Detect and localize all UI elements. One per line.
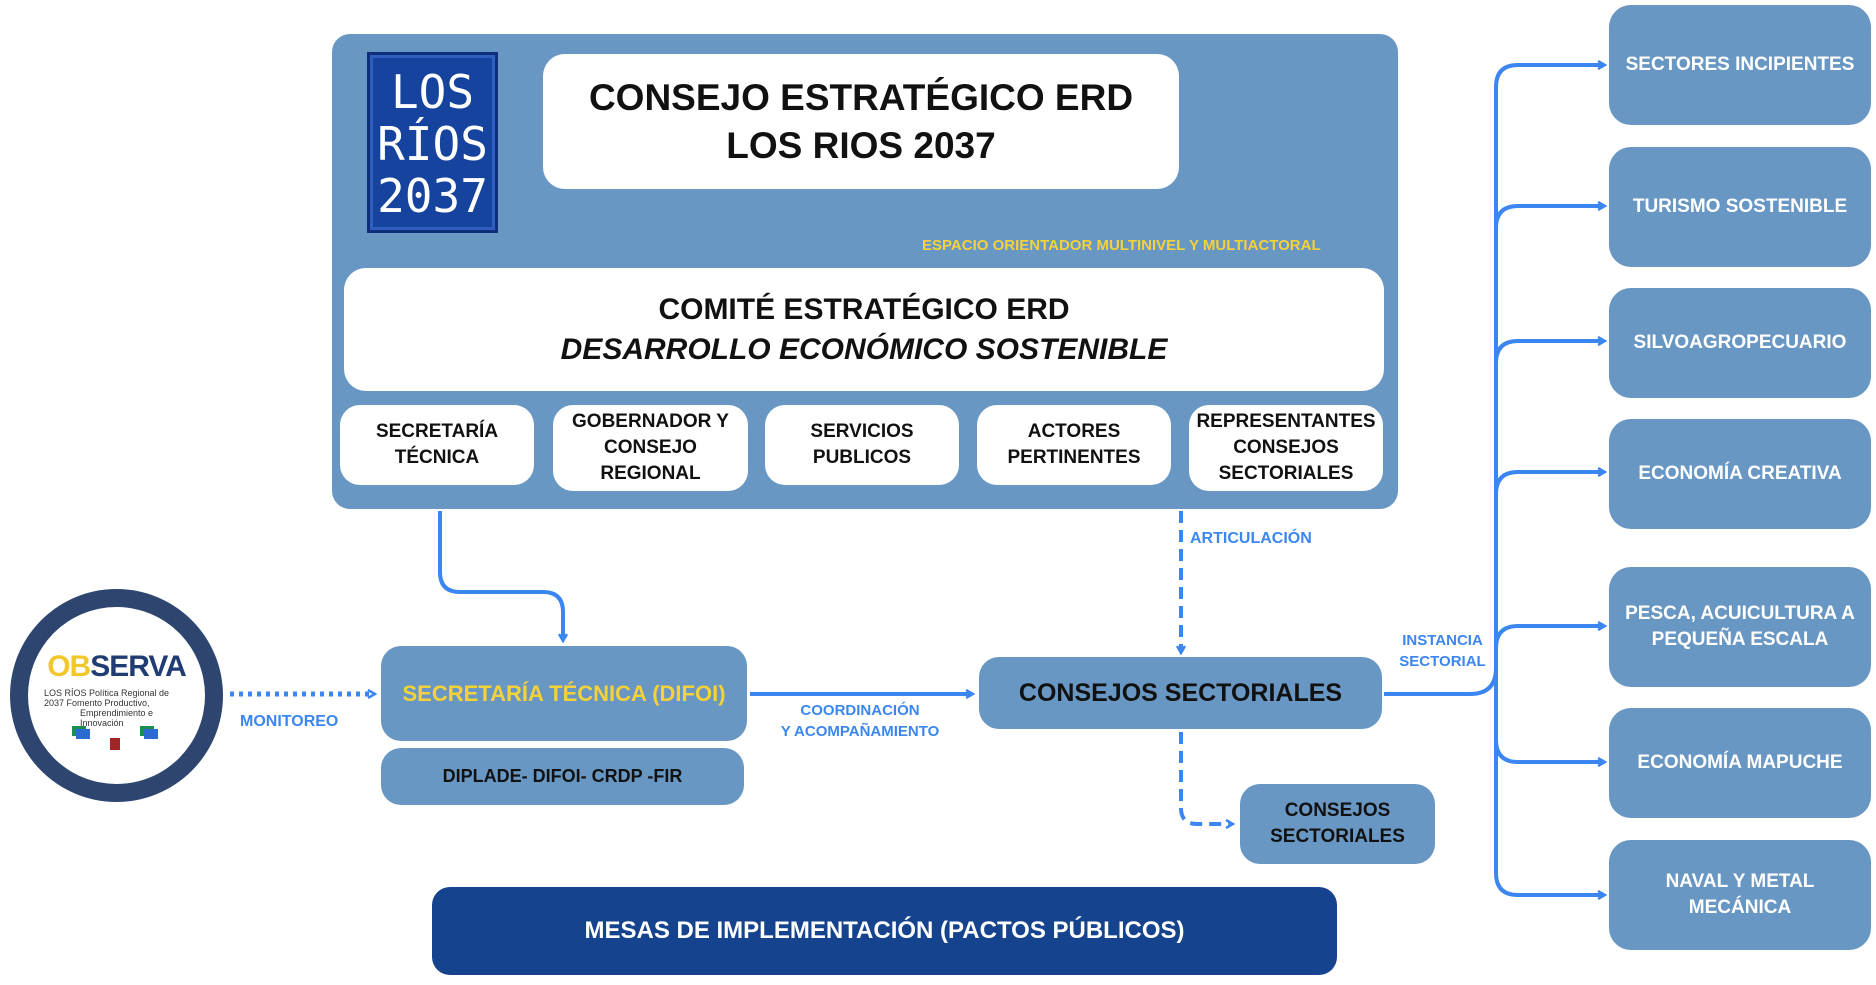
observa-subtitle: LOS RÍOS Política Regional de 2037 Fomen… — [44, 688, 192, 728]
sector-line: ECONOMÍA MAPUCHE — [1637, 752, 1843, 773]
instancia-line-1: INSTANCIA — [1402, 632, 1483, 649]
secretaria-tecnica-difoi-box: SECRETARÍA TÉCNICA (DIFOI) — [381, 646, 747, 741]
consejo-title-line-2: LOS RIOS 2037 — [726, 124, 996, 166]
comite-title-line-2: DESARROLLO ECONÓMICO SOSTENIBLE — [560, 332, 1168, 366]
observa-sub-1: LOS RÍOS Política Regional de — [44, 688, 170, 698]
sector-naval-metal: NAVAL Y METAL MECÁNICA — [1609, 840, 1871, 950]
member-line: ACTORES — [1027, 421, 1121, 442]
diplade-box: DIPLADE- DIFOI- CRDP -FIR — [381, 748, 744, 805]
observa-word-a: OB — [47, 650, 91, 683]
logo-line-2: RÍOS — [377, 117, 488, 171]
sector-line: SECTORES INCIPIENTES — [1625, 54, 1855, 75]
sector-line: PESCA, ACUICULTURA A — [1625, 603, 1855, 624]
sector-economia-mapuche: ECONOMÍA MAPUCHE — [1609, 708, 1871, 818]
sector-line: NAVAL Y METAL — [1665, 871, 1815, 892]
espacio-orientador-label: ESPACIO ORIENTADOR MULTINIVEL Y MULTIACT… — [922, 237, 1321, 254]
sector-line: TURISMO SOSTENIBLE — [1632, 196, 1848, 217]
branch-7 — [1494, 872, 1604, 895]
arrow-consejos-small — [1179, 732, 1232, 824]
member-line: PERTINENTES — [1007, 447, 1141, 468]
member-line: SERVICIOS — [810, 421, 914, 442]
arrow-panel-secretaria — [438, 511, 563, 640]
member-line: SECTORIALES — [1218, 463, 1354, 484]
sector-incipientes: SECTORES INCIPIENTES — [1609, 5, 1871, 125]
observa-sub-4: Innovación — [80, 718, 124, 728]
observa-partner-logos-icon — [72, 726, 158, 750]
member-line: TÉCNICA — [394, 447, 480, 468]
observa-sub-3: Emprendimiento e — [80, 708, 154, 718]
sector-line: MECÁNICA — [1688, 897, 1792, 918]
member-line: CONSEJOS — [1233, 437, 1339, 458]
member-line: CONSEJO — [604, 437, 697, 458]
branch-3 — [1494, 341, 1604, 364]
member-secretaria-tecnica: SECRETARÍA TÉCNICA — [340, 405, 534, 485]
observa-badge-inner — [28, 607, 205, 784]
logo-line-3: 2037 — [377, 169, 488, 223]
articulacion-label: ARTICULACIÓN — [1190, 530, 1312, 547]
sector-pesca-acuicultura: PESCA, ACUICULTURA A PEQUEÑA ESCALA — [1609, 567, 1871, 687]
sector-line: PEQUEÑA ESCALA — [1651, 629, 1829, 650]
consejo-estrategico-box: CONSEJO ESTRATÉGICO ERD LOS RIOS 2037 — [543, 54, 1179, 189]
observa-sub-2: 2037 Fomento Productivo, — [44, 698, 150, 708]
sector-turismo: TURISMO SOSTENIBLE — [1609, 147, 1871, 267]
consejos-sectoriales-small-box: CONSEJOS SECTORIALES — [1240, 784, 1435, 864]
consejos-sectoriales-box: CONSEJOS SECTORIALES — [979, 657, 1382, 729]
member-line: PUBLICOS — [812, 447, 912, 468]
branch-1 — [1494, 65, 1604, 88]
consejo-title-line-1: CONSEJO ESTRATÉGICO ERD — [588, 76, 1134, 118]
branch-2 — [1494, 206, 1604, 229]
coordinacion-line-2: Y ACOMPAÑAMIENTO — [780, 723, 940, 740]
sector-line: ECONOMÍA CREATIVA — [1638, 463, 1842, 484]
instancia-line-2: SECTORIAL — [1399, 653, 1486, 670]
monitoreo-label: MONITOREO — [240, 713, 339, 730]
sector-line: SILVOAGROPECUARIO — [1633, 332, 1847, 353]
branch-6 — [1494, 739, 1604, 762]
observa-wordmark: OBSERVA — [40, 650, 193, 684]
member-actores-pertinentes: ACTORES PERTINENTES — [977, 405, 1171, 485]
logo-line-1: LOS — [390, 65, 475, 119]
mesas-implementacion-box: MESAS DE IMPLEMENTACIÓN (PACTOS PÚBLICOS… — [432, 887, 1337, 975]
member-servicios-publicos: SERVICIOS PUBLICOS — [765, 405, 959, 485]
branch-5 — [1494, 626, 1604, 649]
member-gobernador-consejo: GOBERNADOR Y CONSEJO REGIONAL — [553, 405, 748, 491]
coordinacion-label: COORDINACIÓN Y ACOMPAÑAMIENTO — [770, 700, 950, 742]
instancia-sectorial-label: INSTANCIA SECTORIAL — [1395, 630, 1490, 672]
observa-word-b: SERVA — [90, 650, 187, 683]
consejos-small-line-1: CONSEJOS — [1284, 800, 1391, 821]
los-rios-2037-logo: LOS RÍOS 2037 — [367, 52, 498, 233]
branch-4 — [1494, 472, 1604, 495]
sector-silvoagropecuario: SILVOAGROPECUARIO — [1609, 288, 1871, 398]
member-line: REGIONAL — [600, 463, 701, 484]
comite-estrategico-box: COMITÉ ESTRATÉGICO ERD DESARROLLO ECONÓM… — [344, 268, 1384, 391]
comite-title-line-1: COMITÉ ESTRATÉGICO ERD — [658, 292, 1070, 326]
sector-economia-creativa: ECONOMÍA CREATIVA — [1609, 419, 1871, 529]
member-line: REPRESENTANTES — [1196, 411, 1376, 432]
consejos-small-line-2: SECTORIALES — [1270, 826, 1405, 847]
member-line: SECRETARÍA — [375, 421, 499, 442]
coordinacion-line-1: COORDINACIÓN — [800, 702, 920, 719]
member-representantes-consejos: REPRESENTANTES CONSEJOS SECTORIALES — [1189, 405, 1383, 491]
member-line: GOBERNADOR Y — [572, 411, 729, 432]
